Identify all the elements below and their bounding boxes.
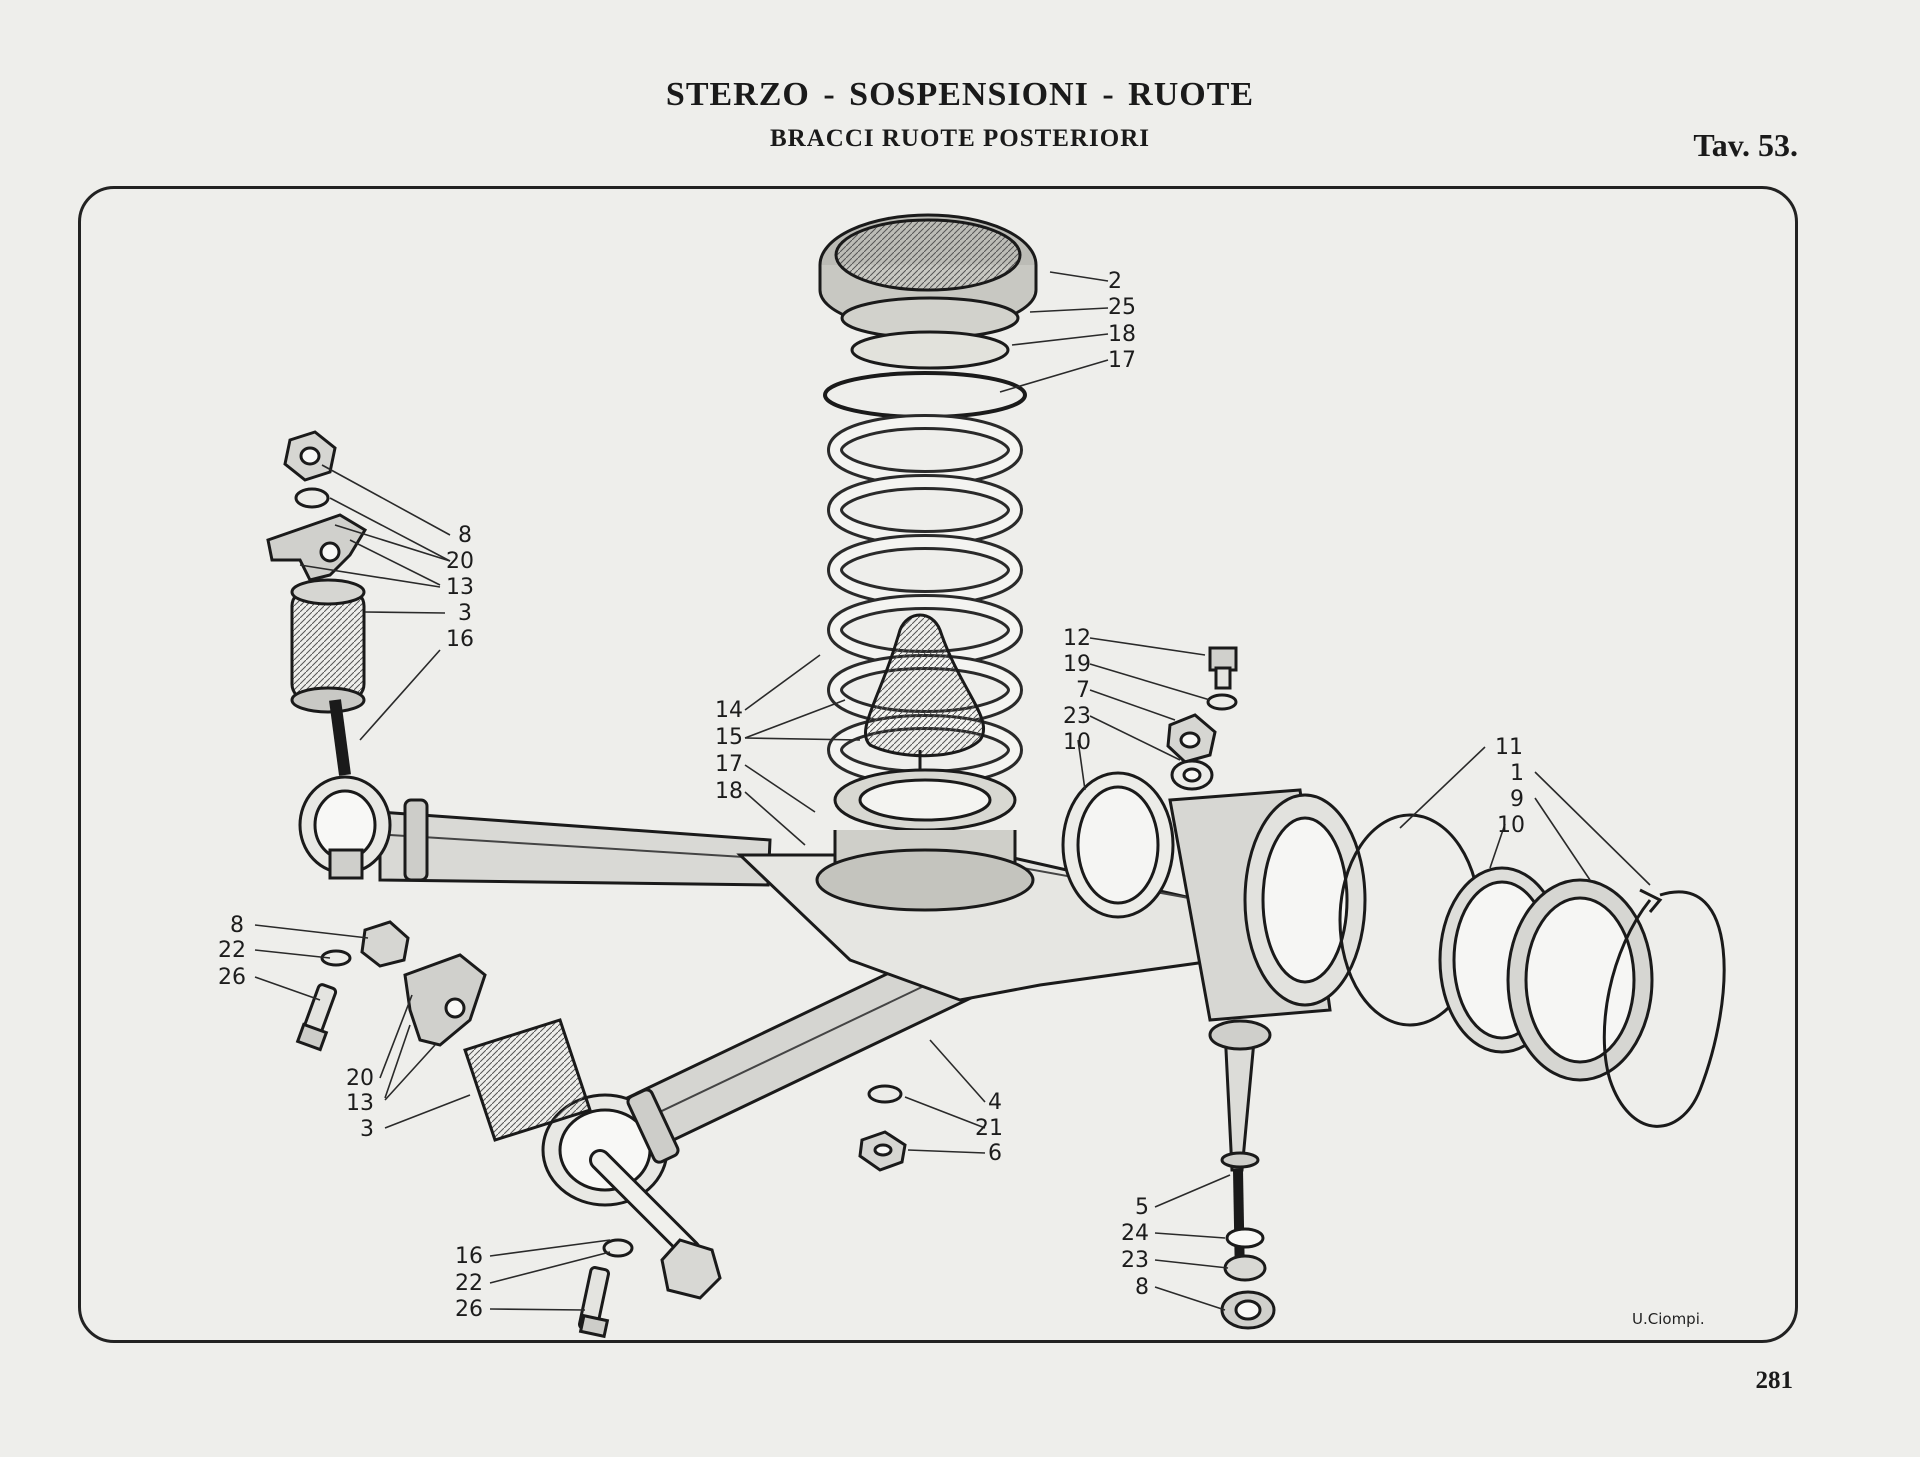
callout-16: 16: [446, 627, 474, 652]
leader-lines: [254, 271, 1651, 1311]
callout-labels: 2 25 18 17 8 20 13 3 16 14 15 17 18 12 1…: [218, 269, 1525, 1322]
plate-number: Tav. 53.: [1693, 127, 1798, 163]
callout-17: 17: [1108, 348, 1136, 373]
callout-22: 22: [218, 938, 246, 963]
callout-8: 8: [458, 523, 472, 548]
callout-2: 2: [1108, 269, 1122, 294]
callout-8-bottom: 8: [1135, 1275, 1149, 1300]
callout-24: 24: [1121, 1221, 1149, 1246]
drawing-frame: [78, 186, 1798, 1343]
callout-3: 3: [458, 601, 472, 626]
page-title: STERZO - SOSPENSIONI - RUOTE: [665, 76, 1255, 113]
callout-17-lower: 17: [715, 752, 743, 777]
loose-parts-drawing: [266, 430, 1238, 1339]
callout-4: 4: [988, 1090, 1002, 1115]
callout-18: 18: [1108, 322, 1136, 347]
callout-26-bottom: 26: [455, 1297, 483, 1322]
callout-7: 7: [1076, 678, 1090, 703]
callout-10-right: 10: [1497, 813, 1525, 838]
callout-5: 5: [1135, 1195, 1149, 1220]
callout-6: 6: [988, 1141, 1002, 1166]
illustrator-signature: U.Ciompi.: [1632, 1310, 1705, 1328]
callout-22-bottom: 22: [455, 1271, 483, 1296]
callout-26: 26: [218, 965, 246, 990]
coil-spring-drawing: [815, 213, 1038, 912]
callout-20: 20: [446, 549, 474, 574]
callout-9: 9: [1510, 787, 1524, 812]
page-number: 281: [1755, 1367, 1794, 1394]
callout-20-lower: 20: [346, 1066, 374, 1091]
callout-14: 14: [715, 698, 743, 723]
callout-10: 10: [1063, 730, 1091, 755]
hub-carrier-drawing: [1168, 788, 1367, 1330]
ring-set-drawing: [1061, 771, 1726, 1128]
callout-15: 15: [715, 725, 743, 750]
callout-12: 12: [1063, 626, 1091, 651]
callout-13-lower: 13: [346, 1091, 374, 1116]
callout-1: 1: [1510, 761, 1524, 786]
callout-11: 11: [1495, 735, 1523, 760]
callout-8-mid: 8: [230, 913, 244, 938]
callout-23-bottom: 23: [1121, 1248, 1149, 1273]
callout-19: 19: [1063, 652, 1091, 677]
callout-3-lower: 3: [360, 1117, 374, 1142]
callout-13: 13: [446, 575, 474, 600]
page-subtitle: BRACCI RUOTE POSTERIORI: [769, 125, 1150, 152]
callout-21: 21: [975, 1116, 1003, 1141]
callout-23: 23: [1063, 704, 1091, 729]
callout-25: 25: [1108, 295, 1136, 320]
callout-18-lower: 18: [715, 779, 743, 804]
callout-16-bottom: 16: [455, 1244, 483, 1269]
